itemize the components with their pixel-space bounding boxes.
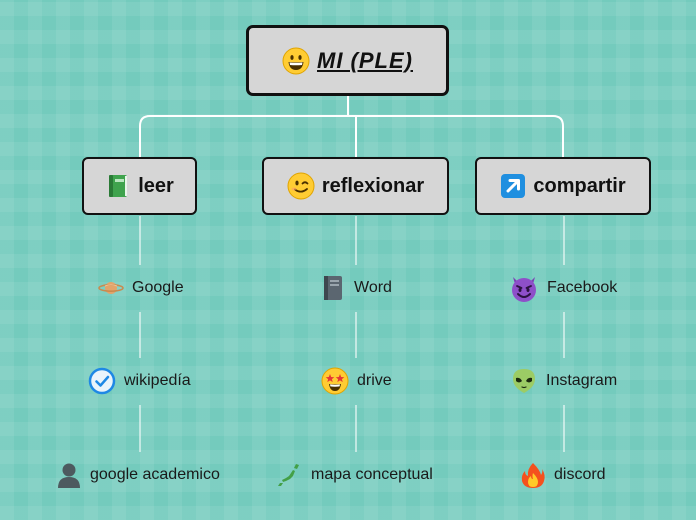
category-node-reflexionar[interactable]: reflexionar [262, 157, 449, 215]
list-item-facebook[interactable]: Facebook [509, 272, 617, 304]
category-node-leer[interactable]: leer [82, 157, 197, 215]
category-node-compartir[interactable]: compartir [475, 157, 651, 215]
list-item-word[interactable]: Word [320, 272, 392, 304]
list-item-instagram[interactable]: Instagram [510, 365, 617, 397]
list-item-label: mapa conceptual [311, 466, 433, 483]
fire-icon [520, 461, 546, 489]
list-item-label: drive [357, 372, 392, 389]
list-item-label: Word [354, 279, 392, 296]
person-silhouette-icon [56, 461, 82, 489]
list-item-google-academico[interactable]: google academico [56, 459, 220, 491]
list-item-label: discord [554, 466, 606, 483]
star-struck-face-icon [321, 367, 349, 395]
list-item-mapa-conceptual[interactable]: mapa conceptual [275, 459, 433, 491]
category-label-reflexionar: reflexionar [321, 174, 425, 197]
notebook-icon [320, 274, 346, 302]
root-node[interactable]: MI (PLE) [246, 25, 449, 96]
list-item-google[interactable]: Google [98, 272, 184, 304]
smiling-devil-icon [509, 273, 539, 303]
ringed-planet-icon [98, 278, 124, 298]
japan-map-icon [275, 461, 303, 489]
list-item-label: Instagram [546, 372, 618, 389]
check-circle-icon [88, 367, 116, 395]
root-label: MI (PLE) [317, 47, 413, 73]
up-right-arrow-icon [500, 173, 526, 199]
grinning-face-icon [282, 47, 310, 75]
alien-icon [510, 367, 538, 395]
category-label-leer: leer [138, 174, 174, 197]
list-item-discord[interactable]: discord [520, 459, 606, 491]
green-book-icon [105, 173, 131, 199]
connector-bus [139, 115, 564, 157]
list-item-label: google academico [90, 466, 220, 483]
list-item-label: Facebook [547, 279, 618, 296]
list-item-wikipedia[interactable]: wikipedía [88, 365, 191, 397]
list-item-drive[interactable]: drive [321, 365, 392, 397]
winking-face-icon [287, 172, 315, 200]
list-item-label: Google [132, 279, 184, 296]
list-item-label: wikipedía [124, 372, 191, 389]
category-label-compartir: compartir [533, 174, 626, 197]
